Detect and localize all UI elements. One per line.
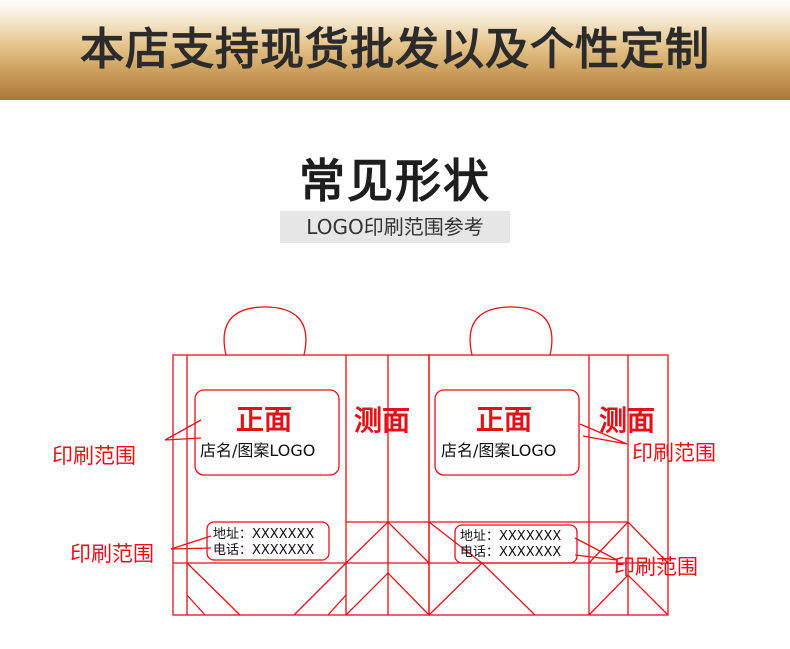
left-bag-fold: [345, 572, 430, 616]
right-side-title: 测面: [599, 404, 656, 437]
right-front-print-area: [434, 389, 580, 476]
section-title: 常见形状: [299, 154, 491, 208]
left-bag-handle: [223, 306, 307, 356]
left-address: 地址：XXXXXXX: [213, 527, 315, 542]
right-bag-fold: [588, 574, 669, 616]
left-callout-top-pointer: [164, 419, 202, 441]
right-front-title: 正面: [476, 403, 533, 436]
right-bag-handle: [469, 306, 553, 356]
left-callout-bottom-pointer: [170, 535, 212, 550]
left-contact-print-area: [206, 521, 330, 561]
left-front-text: 店名/图案LOGO: [200, 441, 316, 460]
left-front-print-area: [194, 389, 340, 476]
right-phone: 电话：XXXXXXX: [460, 545, 562, 560]
section-subtitle: LOGO印刷范围参考: [280, 211, 510, 243]
callout-right-bottom: 印刷范围: [614, 555, 698, 579]
right-address: 地址：XXXXXXX: [460, 529, 562, 544]
callout-left-bottom: 印刷范围: [70, 542, 154, 566]
left-side-title: 测面: [354, 404, 411, 437]
left-bag-fold: [327, 594, 347, 616]
left-bag-fold: [345, 521, 430, 564]
header-banner: 本店支持现货批发以及个性定制: [0, 0, 790, 100]
left-bag-fold: [186, 562, 241, 616]
right-bag-fold: [588, 521, 669, 564]
right-callout-top-pointer: [579, 423, 628, 445]
callout-right-top: 印刷范围: [632, 441, 716, 465]
right-bag-fold: [481, 562, 536, 616]
right-front-text: 店名/图案LOGO: [441, 441, 557, 460]
right-bag-outline: [428, 354, 669, 616]
callout-left-top: 印刷范围: [52, 444, 136, 468]
right-contact-print-area: [454, 524, 578, 564]
banner-title: 本店支持现货批发以及个性定制: [80, 24, 710, 75]
left-bag-fold: [293, 562, 347, 616]
right-callout-bottom-pointer: [574, 537, 618, 561]
left-bag-fold: [186, 594, 206, 616]
left-front-title: 正面: [236, 403, 293, 436]
left-phone: 电话：XXXXXXX: [213, 543, 315, 558]
